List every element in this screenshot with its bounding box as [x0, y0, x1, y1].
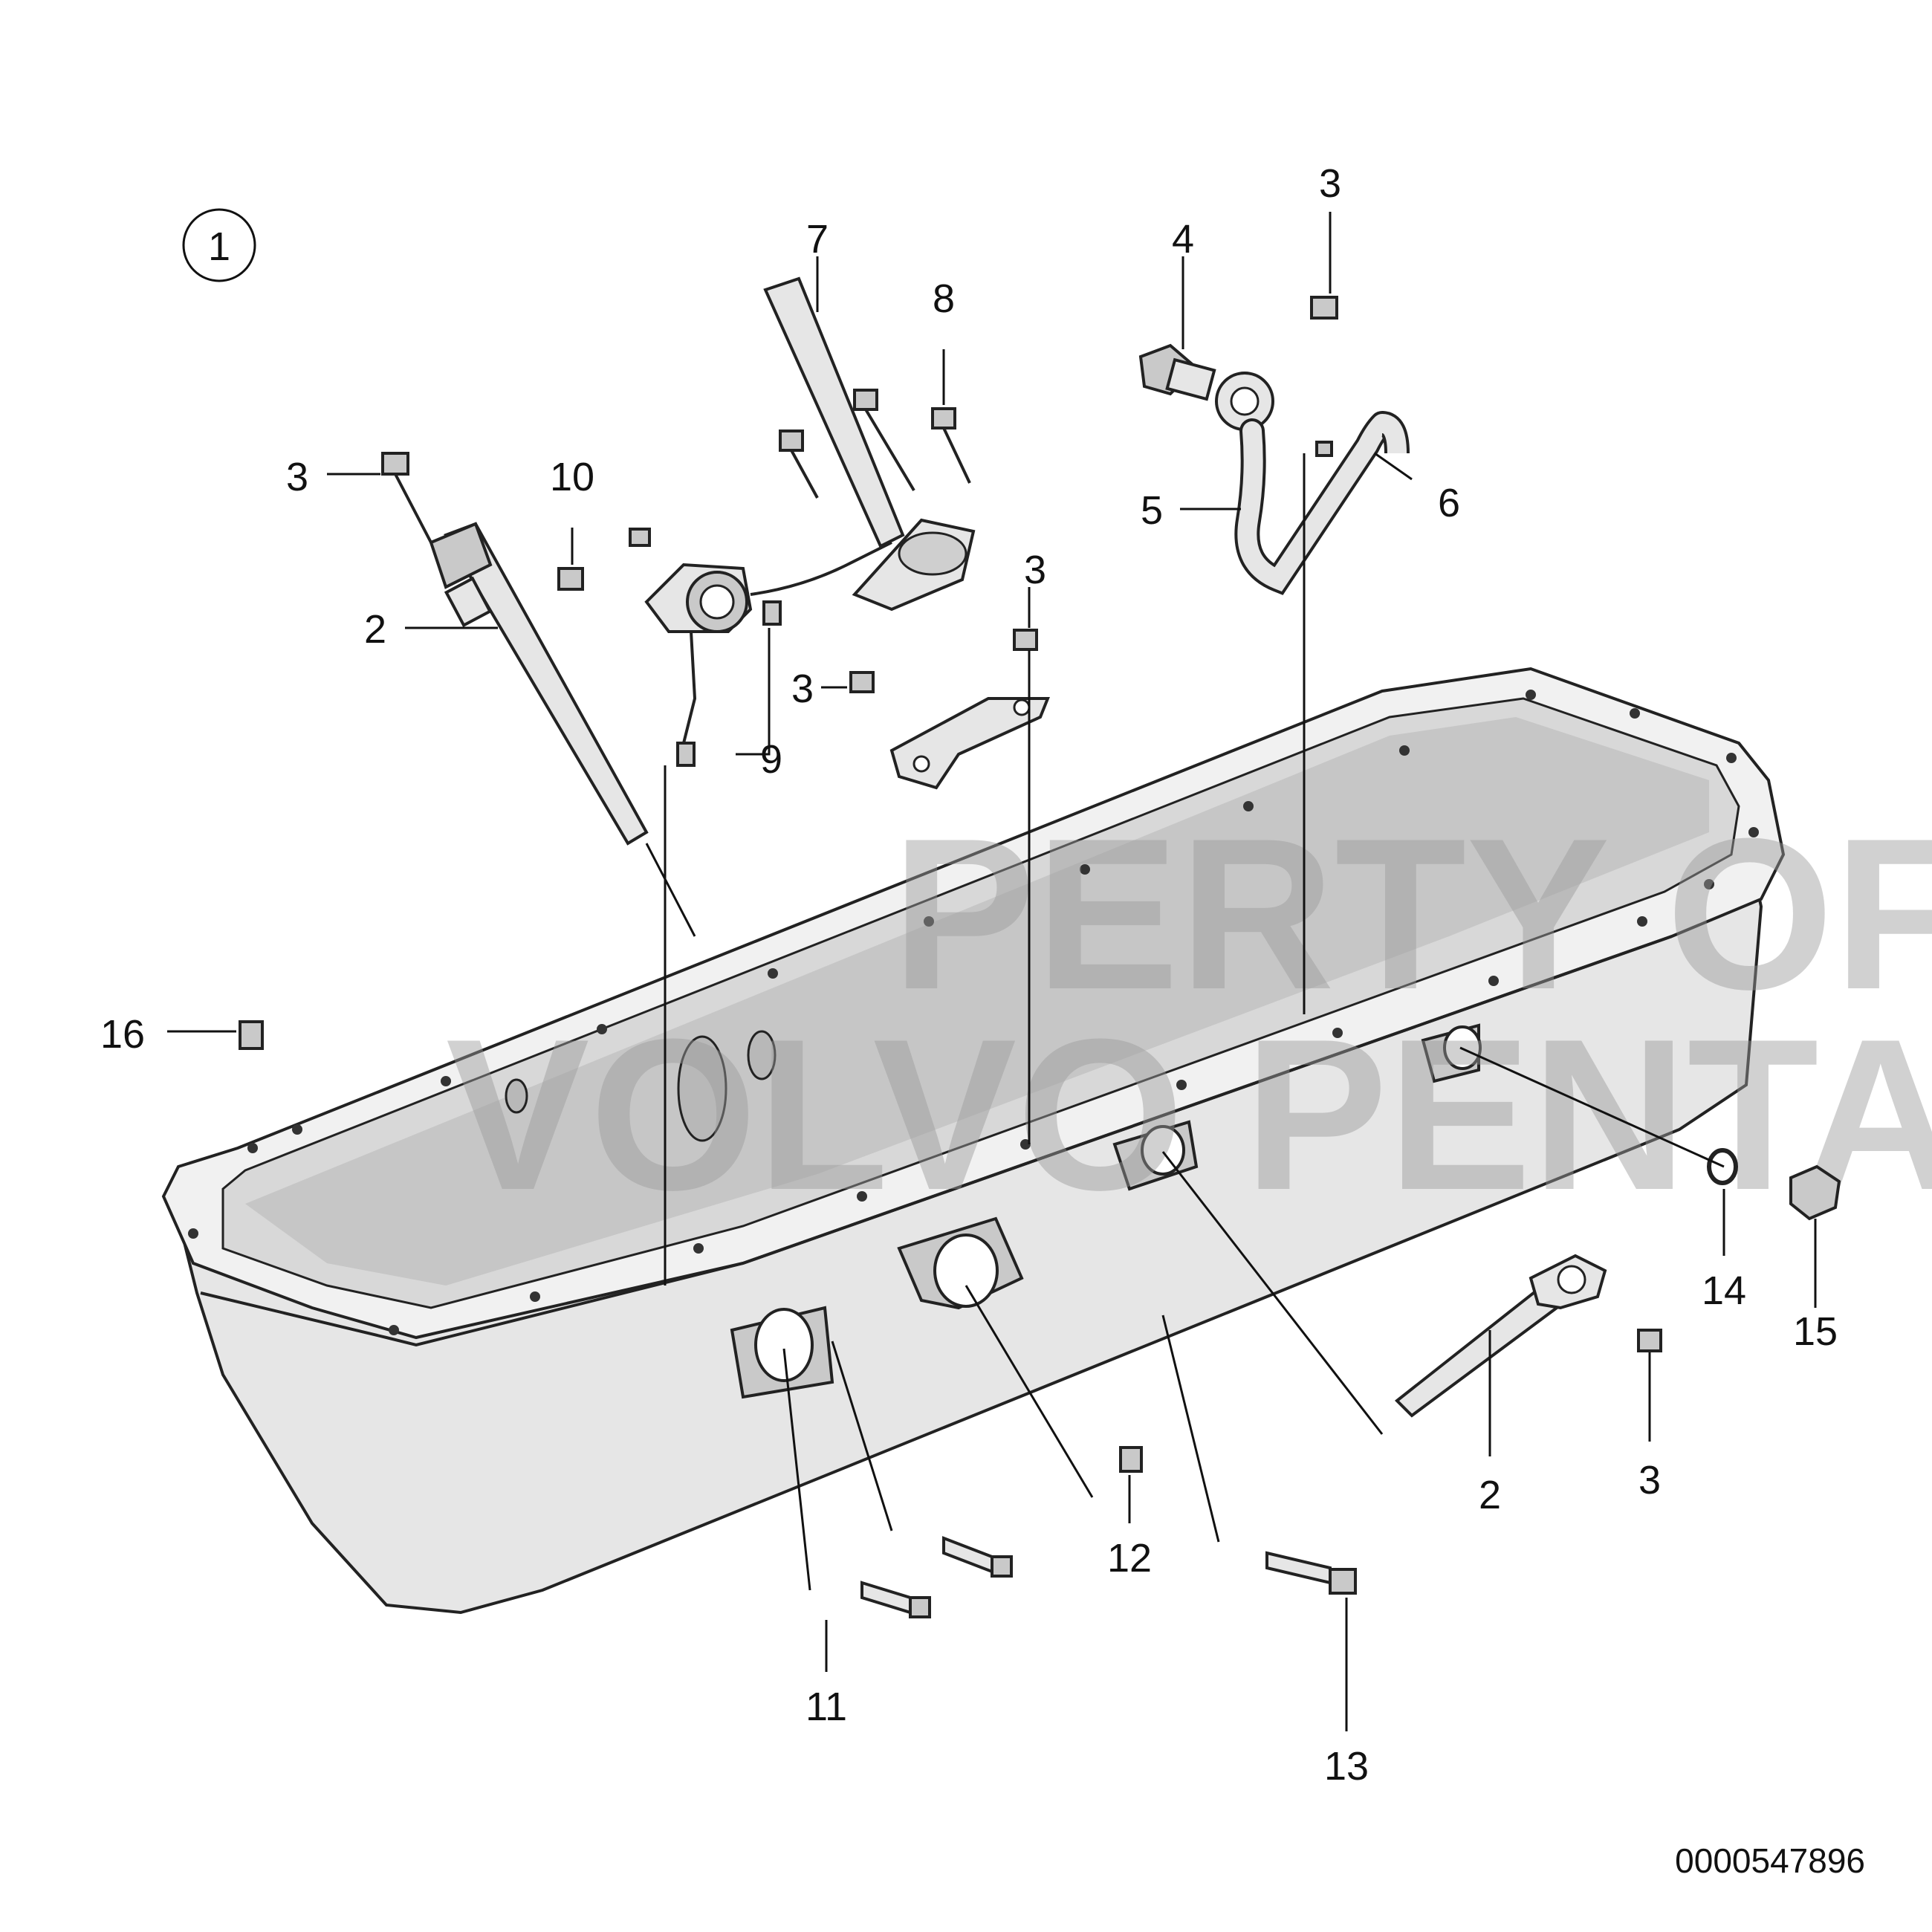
callout-12: 12	[1107, 1536, 1152, 1581]
clip-9	[762, 600, 782, 626]
oil-level-sensor	[644, 541, 892, 767]
callout-8: 8	[933, 276, 955, 321]
callout-7: 7	[806, 217, 829, 262]
view-number: 1	[208, 224, 230, 269]
filler-tube	[763, 276, 976, 612]
bolt-13	[1265, 1551, 1357, 1595]
dipstick-tube-upper	[429, 522, 649, 846]
callout-6: 6	[1438, 481, 1460, 525]
watermark-line-1: PERTY OF	[892, 794, 1932, 1034]
leader-lines	[167, 212, 1817, 1731]
banjo-bolt	[1138, 343, 1216, 401]
washer-14	[1707, 1148, 1738, 1185]
callout-16: 16	[100, 1012, 145, 1057]
document-id: 0000547896	[1675, 1841, 1865, 1880]
callout-3: 3	[1319, 161, 1341, 206]
bolts-8	[779, 389, 971, 499]
nut-upper-small	[629, 528, 651, 547]
callout-labels: 1 3 2 10 7 8 9 3 3 4 3 5 6 16 14 15 2 3 …	[100, 161, 1865, 1880]
bolt-upper-right	[1310, 296, 1338, 457]
callout-2: 2	[364, 607, 386, 652]
callout-3: 3	[791, 667, 814, 711]
plug-12	[1119, 1446, 1143, 1473]
callout-4: 4	[1172, 217, 1194, 262]
callout-3: 3	[1024, 548, 1046, 592]
watermark: PERTY OF VOLVO PENTA	[446, 794, 1932, 1235]
callout-13: 13	[1324, 1744, 1369, 1789]
bolts-11	[860, 1536, 1013, 1618]
callout-11: 11	[805, 1685, 847, 1729]
callout-9: 9	[760, 737, 782, 782]
plug-16	[239, 1020, 264, 1050]
dipstick-tube-lower	[1394, 1254, 1607, 1418]
bolt-lower-right	[1637, 1329, 1662, 1352]
oil-pipe	[1215, 372, 1410, 595]
nut-10	[557, 567, 584, 591]
oil-pan	[161, 667, 1786, 1615]
callout-3: 3	[286, 455, 308, 499]
callout-2: 2	[1479, 1473, 1501, 1517]
callout-5: 5	[1141, 488, 1163, 533]
callout-15: 15	[1793, 1309, 1838, 1354]
watermark-line-2: VOLVO PENTA	[446, 994, 1932, 1235]
bracket	[849, 629, 1050, 790]
callout-14: 14	[1702, 1268, 1746, 1313]
view-number-circle	[182, 208, 256, 282]
callout-3: 3	[1638, 1458, 1661, 1503]
bolt-upper-left	[381, 452, 432, 543]
drain-plug-15	[1789, 1164, 1841, 1221]
callout-10: 10	[550, 455, 594, 499]
